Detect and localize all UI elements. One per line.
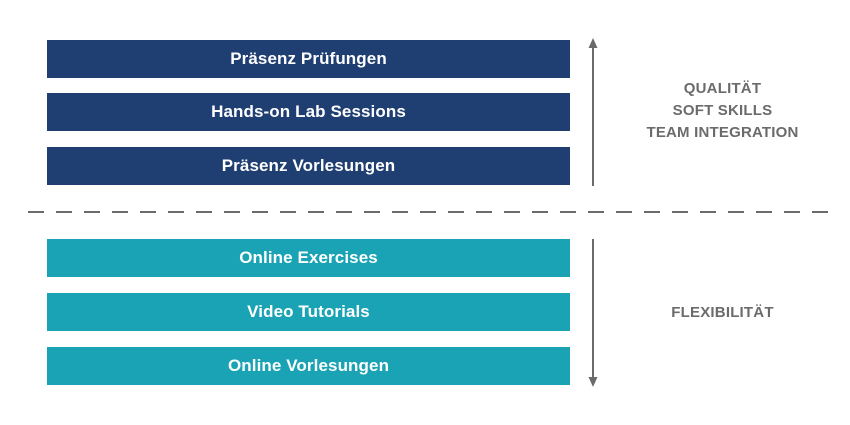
bar-label: Hands-on Lab Sessions: [211, 102, 406, 121]
side-label-line: QUALITÄT: [683, 80, 762, 97]
side-label-line: SOFT SKILLS: [672, 102, 773, 119]
arrow-down-icon: [588, 239, 598, 387]
bar-video-tutorials: Video Tutorials: [47, 293, 570, 331]
bar-label: Präsenz Vorlesungen: [221, 156, 396, 175]
bar-label: Präsenz Prüfungen: [230, 49, 387, 68]
dashed-divider: [28, 211, 828, 213]
side-label-flexibility: FLEXIBILITÄT: [610, 302, 835, 324]
bar-hands-on-lab-sessions: Hands-on Lab Sessions: [47, 93, 570, 131]
bar-online-exercises: Online Exercises: [47, 239, 570, 277]
side-label-quality: QUALITÄT SOFT SKILLS TEAM INTEGRATION: [610, 78, 835, 144]
bar-praesenz-vorlesungen: Präsenz Vorlesungen: [47, 147, 570, 185]
bar-label: Online Exercises: [239, 248, 378, 267]
bar-label: Online Vorlesungen: [227, 356, 390, 375]
arrow-up-icon: [588, 38, 598, 186]
bar-label: Video Tutorials: [247, 302, 370, 321]
side-label-line: TEAM INTEGRATION: [646, 124, 799, 141]
bar-online-vorlesungen: Online Vorlesungen: [47, 347, 570, 385]
bar-praesenz-pruefungen: Präsenz Prüfungen: [47, 40, 570, 78]
side-label-line: FLEXIBILITÄT: [671, 304, 774, 321]
